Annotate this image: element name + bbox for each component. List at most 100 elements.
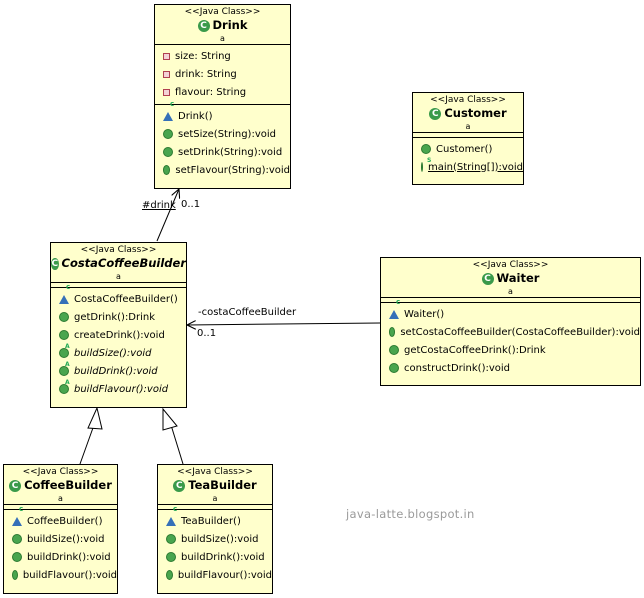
methods-section: Customer() main(String[]):void (413, 138, 523, 179)
method-row: setDrink(String):void (155, 143, 290, 161)
methods-section: Waiter() setCostaCoffeeBuilder(CostaCoff… (381, 298, 640, 380)
abstract-method-icon (59, 343, 70, 358)
public-method-icon (421, 144, 431, 154)
method-row: buildSize():void (51, 343, 186, 362)
constructor-icon (12, 505, 23, 526)
methods-section: CoffeeBuilder() buildSize():void buildDr… (4, 505, 117, 587)
generalization-tea-head (162, 407, 178, 431)
abstract-class-icon: C (51, 257, 59, 270)
field-row: drink: String (155, 65, 290, 83)
method-row: getCostaCoffeeDrink():Drink (381, 341, 640, 359)
association-drink (156, 189, 179, 242)
public-method-icon (389, 327, 396, 337)
constructor-icon (59, 283, 70, 304)
abstract-method-icon (59, 379, 70, 394)
class-name: TeaBuilder (188, 478, 257, 492)
constructor-icon (163, 100, 174, 121)
method-row: setFlavour(String):void (155, 161, 290, 179)
method-row: buildSize():void (4, 530, 117, 548)
generalization-coffee (79, 424, 95, 465)
class-icon: C (173, 479, 186, 492)
class-icon: C (197, 19, 210, 32)
public-method-icon (163, 165, 171, 175)
public-method-icon (12, 534, 22, 544)
method-row: Customer() (413, 140, 523, 158)
stereotype-label: <<Java Class>> (430, 95, 506, 105)
package-label: a (116, 272, 121, 281)
class-icon: C (429, 107, 442, 120)
method-row: buildDrink():void (51, 361, 186, 380)
builder-multiplicity-label: 0..1 (197, 328, 217, 339)
class-name: CostaCoffeeBuilder (61, 256, 187, 270)
package-label: a (508, 287, 513, 296)
public-method-icon (163, 129, 173, 139)
fields-section (413, 133, 523, 138)
association-builder (187, 323, 381, 325)
stereotype-label: <<Java Class>> (80, 245, 157, 255)
methods-section: TeaBuilder() buildSize():void buildDrink… (158, 505, 272, 587)
class-name: Waiter (496, 271, 540, 285)
method-row: main(String[]):void (413, 157, 523, 176)
methods-section: Drink() setSize(String):void setDrink(St… (155, 100, 290, 182)
package-label: a (58, 494, 63, 503)
field-row: flavour: String (155, 83, 290, 101)
generalization-tea (170, 424, 184, 465)
stereotype-label: <<Java Class>> (184, 7, 261, 17)
class-name: Drink (212, 18, 248, 32)
method-row: buildSize():void (158, 530, 272, 548)
method-row: constructDrink():void (381, 359, 640, 377)
method-row: CostaCoffeeBuilder() (51, 283, 186, 308)
field-row: size: String (155, 47, 290, 65)
method-row: Drink() (155, 100, 290, 125)
methods-section: CostaCoffeeBuilder() getDrink():Drink cr… (51, 283, 186, 401)
package-label: a (220, 34, 225, 43)
public-method-icon (389, 363, 399, 373)
fields-section (381, 298, 640, 303)
abstract-method-icon (59, 361, 70, 376)
method-row: getDrink():Drink (51, 308, 186, 326)
fields-section: size: String drink: String flavour: Stri… (155, 45, 290, 105)
stereotype-label: <<Java Class>> (177, 467, 253, 477)
private-field-icon (163, 70, 170, 78)
method-row: buildFlavour():void (51, 379, 186, 398)
watermark: java-latte.blogspot.in (346, 507, 475, 521)
public-method-icon (59, 312, 69, 322)
method-row: buildDrink():void (4, 548, 117, 566)
drink-role-label: #drink (142, 200, 176, 211)
class-name: Customer (444, 106, 507, 120)
public-method-icon (166, 552, 176, 562)
fields-section (51, 283, 186, 288)
fields-section (4, 505, 117, 510)
method-row: Waiter() (381, 298, 640, 323)
private-field-icon (163, 88, 170, 96)
method-row: buildFlavour():void (4, 566, 117, 584)
fields-section (158, 505, 272, 510)
generalization-coffee-head (87, 406, 103, 430)
stereotype-label: <<Java Class>> (22, 467, 99, 477)
public-method-icon (12, 552, 22, 562)
package-label: a (465, 122, 471, 131)
method-row: createDrink():void (51, 326, 186, 344)
constructor-icon (166, 505, 177, 526)
public-method-icon (163, 147, 173, 157)
public-method-icon (166, 570, 173, 580)
method-row: CoffeeBuilder() (4, 505, 117, 530)
class-icon: C (481, 272, 494, 285)
class-name: CoffeeBuilder (24, 478, 112, 492)
method-row: buildDrink():void (158, 548, 272, 566)
package-label: a (212, 494, 218, 503)
method-row: TeaBuilder() (158, 505, 272, 530)
static-method-icon (421, 157, 431, 172)
